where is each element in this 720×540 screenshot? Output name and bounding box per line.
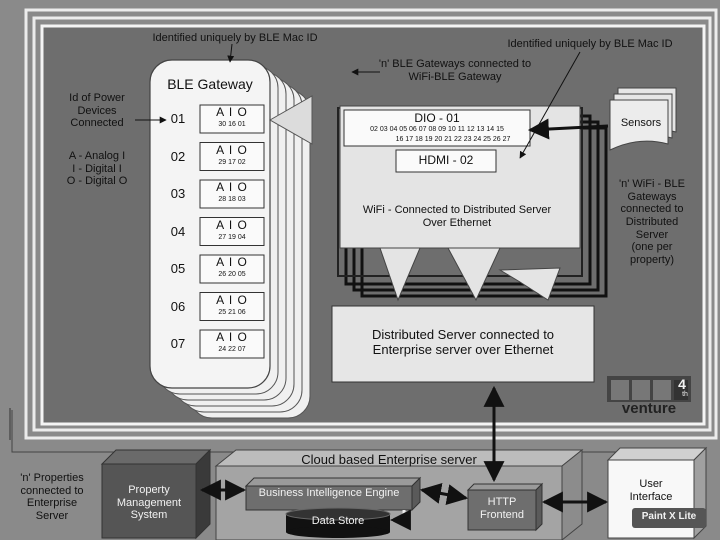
wifi-callout-3 xyxy=(498,267,561,301)
device-id-label: 04 xyxy=(170,223,186,239)
watermark-text: Paint X Lite xyxy=(641,511,697,522)
bi-engine-label: Business Intelligence Engine xyxy=(258,487,400,499)
ble-mac-arrow xyxy=(227,43,235,63)
ble-mac-annotation: Identified uniquely by BLE Mac ID xyxy=(152,32,318,44)
device-id-label: 03 xyxy=(170,186,186,201)
hdmi-label: HDMI - 02 xyxy=(418,153,474,167)
aio-pins: 28 18 03 xyxy=(218,196,246,203)
dio-pins-row-2: 16 17 18 19 20 21 22 23 24 25 26 27 xyxy=(395,136,511,143)
aio-pins: 30 16 01 xyxy=(218,121,246,128)
device-id-label: 06 xyxy=(170,298,186,314)
logo-suffix: th xyxy=(682,391,688,398)
data-store-label: Data Store xyxy=(311,515,365,527)
n-ble-gateways-annotation: 'n' BLE Gateways connected to WiFi-BLE G… xyxy=(378,58,532,83)
aio-box xyxy=(199,254,265,284)
power-devices-annotation: Id of Power Devices Connected xyxy=(69,92,125,130)
aio-pins: 26 20 05 xyxy=(218,271,246,278)
watermark-badge xyxy=(632,508,706,528)
distributed-server-box xyxy=(331,305,595,383)
user-interface-label: User Interface xyxy=(629,478,673,503)
aio-label: A I O xyxy=(216,105,248,119)
wifi-text: WiFi - Connected to Distributed Server O… xyxy=(362,204,552,229)
wifi-callout-1 xyxy=(379,247,421,302)
aio-pins: 24 22 07 xyxy=(218,346,246,353)
wifi-callout-2 xyxy=(447,247,501,302)
ble-to-wifi-callout xyxy=(268,95,313,145)
bi-datastore-arrow xyxy=(389,509,411,531)
http-frontend-label: HTTP Frontend xyxy=(479,496,525,521)
aio-box xyxy=(199,142,265,171)
ble-gateway-title: BLE Gateway xyxy=(167,76,253,92)
wifi-mac-annotation: Identified uniquely by BLE Mac ID xyxy=(507,38,673,50)
distributed-server-label: Distributed Server connected to Enterpri… xyxy=(371,327,555,357)
aio-rows xyxy=(199,104,265,359)
aio-label: A I O xyxy=(216,292,248,307)
device-id-label: 07 xyxy=(170,336,186,351)
pms-label: Property Management System xyxy=(116,484,182,522)
sensors-arrow xyxy=(527,118,609,140)
device-id-label: 05 xyxy=(170,261,186,276)
aio-box xyxy=(199,179,265,209)
dio-box xyxy=(343,109,531,147)
aio-legend: A - Analog I I - Digital I O - Digital O xyxy=(66,150,128,188)
aio-label: A I O xyxy=(216,255,248,269)
http-frontend-box xyxy=(466,482,544,532)
aio-box xyxy=(199,217,265,246)
n-properties-annotation: 'n' Properties connected to Enterprise S… xyxy=(20,472,84,522)
n-wifi-ble-annotation: 'n' WiFi - BLE Gateways connected to Dis… xyxy=(619,178,685,266)
aio-label: A I O xyxy=(216,217,248,232)
sensors-stack xyxy=(609,87,677,151)
hdmi-box xyxy=(395,149,497,173)
aio-label: A I O xyxy=(216,180,248,194)
cloud-title: Cloud based Enterprise server xyxy=(301,452,477,467)
logo-word: venture xyxy=(621,400,677,417)
aio-box xyxy=(199,104,265,134)
dio-pins-row-1: 02 03 04 05 06 07 08 09 10 11 12 13 14 1… xyxy=(370,126,504,133)
bi-engine-box xyxy=(244,476,422,512)
venture-logo xyxy=(607,376,691,402)
wifi-mac-arrow xyxy=(519,51,581,159)
aio-box xyxy=(199,329,265,359)
bi-http-arrow xyxy=(419,483,469,505)
sensors-label: Sensors xyxy=(620,117,662,129)
property-frame-back xyxy=(24,8,718,440)
device-id-label: 01 xyxy=(170,111,186,126)
aio-pins: 27 19 04 xyxy=(218,233,246,241)
aio-label: A I O xyxy=(216,330,248,344)
aio-box xyxy=(199,292,265,321)
aio-pins: 29 17 02 xyxy=(218,158,246,166)
device-id-label: 02 xyxy=(170,148,186,164)
aio-label: A I O xyxy=(216,142,248,157)
property-frame-middle xyxy=(32,16,712,432)
data-store-cylinder xyxy=(285,507,391,538)
aio-pins: 25 21 06 xyxy=(218,308,246,316)
logo-number: 4 xyxy=(678,376,686,392)
dio-title: DIO - 01 xyxy=(414,111,460,125)
